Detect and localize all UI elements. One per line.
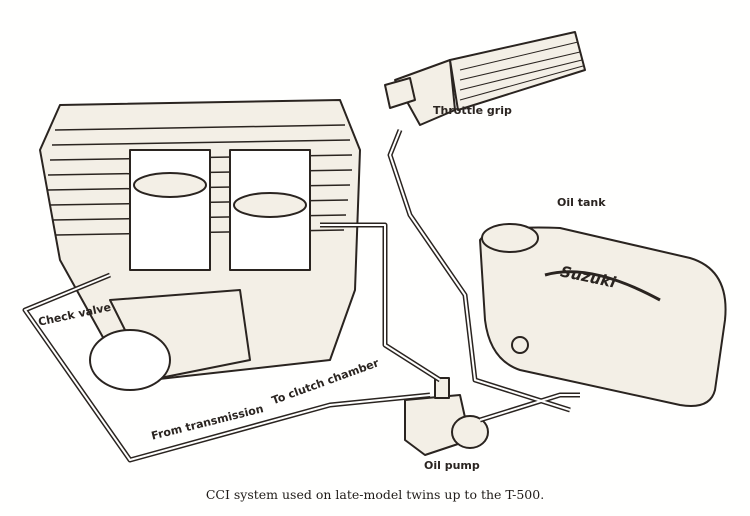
label-oil-tank: Oil tank (557, 196, 606, 209)
oil-pump-drawing (404, 377, 489, 456)
label-throttle-grip: Throttle grip (433, 104, 512, 117)
engine-block (39, 99, 361, 391)
oil-tank-drawing (479, 223, 727, 407)
throttle-grip-drawing (384, 31, 586, 126)
label-oil-pump: Oil pump (424, 459, 480, 472)
figure-caption: CCI system used on late-model twins up t… (205, 487, 545, 502)
